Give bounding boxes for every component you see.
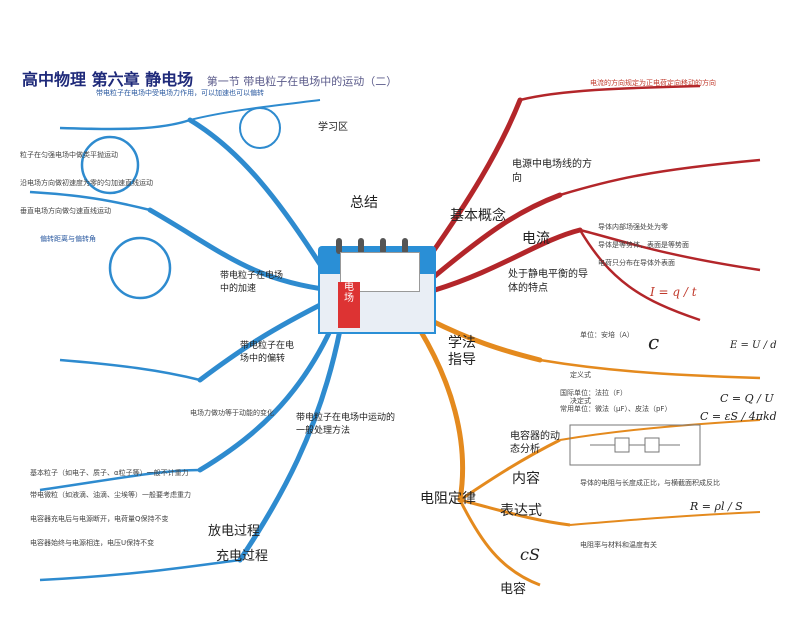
branch-line: [189, 99, 321, 121]
branch-resistance-law: 电阻定律: [420, 491, 476, 507]
branch-line: [237, 327, 343, 563]
note-leaf: 单位：安培（A）: [580, 331, 634, 339]
branch-line: [59, 118, 191, 131]
note-leaf: 偏转距离与偏转角: [40, 235, 96, 243]
branch-line: [569, 511, 761, 526]
branch-line: [578, 229, 701, 322]
branch-deflection: 带电粒子在电场中的偏转: [240, 341, 295, 364]
center-calendar-icon: 电 场: [318, 238, 436, 334]
branch-summary: 总结: [350, 195, 378, 211]
branch-line: [197, 317, 338, 473]
note-leaf: 电荷只分布在导体外表面: [598, 259, 675, 267]
branch-line: [39, 558, 241, 582]
branch-line: [29, 190, 151, 212]
note-leaf: 电阻率与材料和温度有关: [580, 541, 657, 549]
formula-c: c: [648, 330, 660, 354]
branch-line: [427, 192, 563, 283]
calendar-ring-icon: [380, 238, 386, 254]
branch-line: [39, 468, 201, 492]
note-leaf: 粒子在匀强电场中做类平抛运动: [20, 151, 118, 159]
branch-line: [458, 499, 541, 587]
branch-general-method: 带电粒子在电场中运动的一般处理方法: [296, 413, 396, 436]
branch-line: [559, 419, 761, 441]
branch-capacitance: 电容: [500, 582, 527, 597]
note-leaf: 基本粒子（如电子、质子、α粒子等）一般不计重力: [30, 469, 189, 477]
note-leaf: 常用单位：微法（μF）、皮法（pF）: [560, 405, 672, 413]
branch-line: [187, 117, 333, 283]
branch-content: 内容: [512, 471, 540, 487]
branch-discharge: 放电过程: [208, 524, 261, 539]
branch-line: [59, 358, 201, 382]
branch-line: [417, 97, 523, 273]
formula-current: I = q / t: [650, 285, 697, 299]
calendar-ring-icon: [336, 238, 342, 254]
branch-electrostatic-equilibrium: 处于静电平衡的导体的特点: [508, 269, 588, 294]
branch-current: 电流: [522, 231, 550, 247]
branch-acceleration: 带电粒子在电场中的加速: [220, 271, 284, 294]
title-sub: 第一节 带电粒子在电场中的运动（二）: [206, 75, 398, 88]
branch-line: [459, 438, 561, 502]
note-leaf: 电流的方向规定为正电荷定向移动的方向: [590, 79, 716, 87]
note-leaf: 电容器始终与电源相连，电压U保持不变: [30, 539, 155, 547]
note-leaf: 国际单位：法拉（F）: [560, 389, 628, 397]
formula-resistance: R = ρl / S: [690, 500, 743, 513]
formula-field: E = U / d: [730, 340, 777, 351]
note-leaf: 导体是等势体，表面是等势面: [598, 241, 689, 249]
circuit-diagram: [569, 424, 701, 466]
branch-study-guide: 学法指导: [448, 335, 476, 368]
formula-capacitance-dec: C = εS / 4πkd: [700, 410, 777, 423]
branch-line: [459, 498, 571, 527]
branch-line: [539, 358, 761, 380]
note-leaf: 导体的电阻与长度成正比，与横截面积成反比: [580, 479, 720, 487]
branch-line: [197, 297, 333, 383]
note-leaf: 电容器充电后与电源断开，电荷量Q保持不变: [30, 515, 169, 523]
branch-charge: 充电过程: [216, 549, 269, 564]
branch-line: [559, 158, 761, 197]
branch-line: [147, 207, 333, 293]
branch-capacitor-dynamic: 电容器的动态分析: [510, 431, 560, 455]
branch-study-area: 学习区: [318, 122, 348, 133]
formula-capacitance-def: C = Q / U: [720, 392, 774, 405]
note-leaf: 带电微粒（如液滴、油滴、尘埃等）一般要考虑重力: [30, 491, 191, 499]
branch-line: [519, 84, 701, 102]
branch-expression: 表达式: [500, 503, 542, 519]
formula-cs: cS: [520, 545, 540, 564]
note-leaf: 电场力做功等于动能的变化: [190, 409, 274, 417]
branch-line: [417, 327, 466, 503]
calendar-ring-icon: [358, 238, 364, 254]
title-main: 高中物理 第六章 静电场: [22, 70, 194, 89]
note-leaf: 垂直电场方向做匀速直线运动: [20, 207, 111, 215]
note-leaf: 沿电场方向做初速度为零的匀加速直线运动: [20, 179, 153, 187]
note-leaf: 导体内部场强处处为零: [598, 223, 668, 231]
branch-basic-concepts: 基本概念: [450, 208, 506, 224]
page-title: 高中物理 第六章 静电场 第一节 带电粒子在电场中的运动（二）: [22, 66, 397, 90]
calendar-ring-icon: [402, 238, 408, 254]
branch-line: [432, 227, 583, 293]
branch-source-field-lines: 电源中电场线的方向: [512, 159, 592, 184]
branch-line: [427, 317, 543, 363]
branch-line: [579, 228, 761, 272]
note-leaf: 定义式: [570, 371, 591, 379]
note-leaf: 决定式: [570, 397, 591, 405]
center-topic: 电 场: [338, 282, 360, 328]
note-leaf: 带电粒子在电场中受电场力作用，可以加速也可以偏转: [96, 89, 264, 97]
